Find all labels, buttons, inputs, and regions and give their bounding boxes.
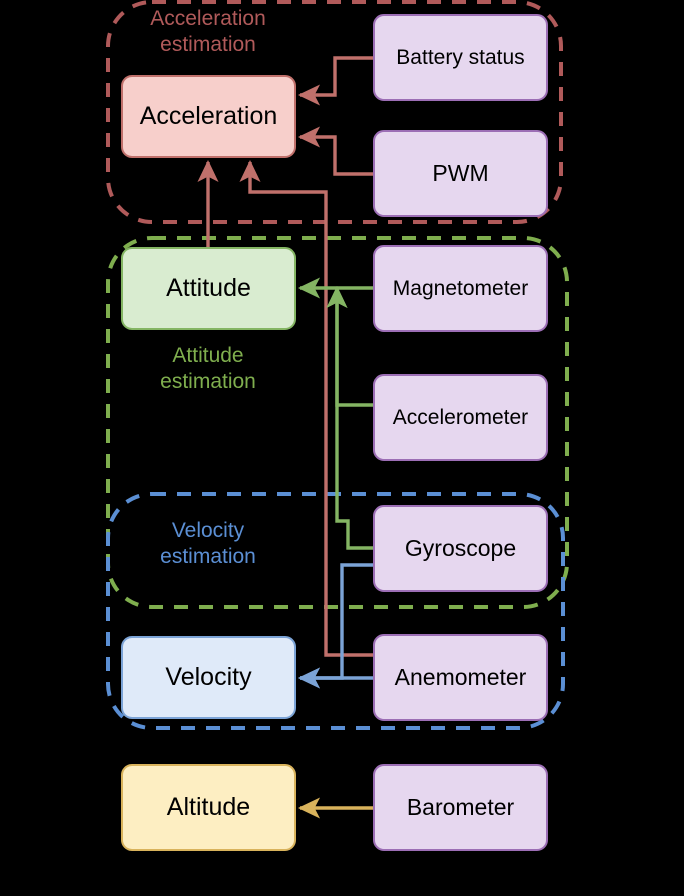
node-altitude[interactable]: Altitude	[121, 764, 296, 851]
node-label-acceleration: Acceleration	[139, 101, 278, 130]
node-label-attitude: Attitude	[166, 273, 251, 302]
node-label-velocity: Velocity	[165, 662, 252, 691]
edge-pwm-to-acceleration	[297, 126, 373, 176]
region-label-acceleration-estimation: Acceleration estimation	[150, 7, 266, 56]
node-label-pwm: PWM	[432, 159, 489, 186]
node-battery-status[interactable]: Battery status	[373, 14, 548, 101]
region-outline-attitude-estimation	[106, 236, 569, 609]
node-barometer[interactable]: Barometer	[373, 764, 548, 851]
node-label-magnetometer: Magnetometer	[392, 276, 529, 300]
edges-group	[197, 56, 373, 819]
edge-accelerometer-to-attitude	[326, 285, 373, 407]
node-attitude[interactable]: Attitude	[121, 247, 296, 330]
edge-anemometer-to-acceleration	[239, 159, 373, 657]
node-magnetometer[interactable]: Magnetometer	[373, 245, 548, 332]
node-anemometer[interactable]: Anemometer	[373, 634, 548, 721]
node-label-battery-status: Battery status	[396, 45, 525, 69]
edge-gyroscope-to-attitude	[326, 285, 373, 550]
node-velocity[interactable]: Velocity	[121, 636, 296, 719]
node-acceleration[interactable]: Acceleration	[121, 75, 296, 158]
node-gyroscope[interactable]: Gyroscope	[373, 505, 548, 592]
region-outlines-group	[106, 0, 569, 730]
node-accelerometer[interactable]: Accelerometer	[373, 374, 548, 461]
node-pwm[interactable]: PWM	[373, 130, 548, 217]
region-outline-acceleration-estimation	[106, 0, 563, 224]
region-label-velocity-estimation: Velocity estimation	[160, 519, 256, 568]
node-label-barometer: Barometer	[406, 793, 515, 820]
edge-gyroscope-to-velocity	[297, 563, 373, 689]
node-label-accelerometer: Accelerometer	[392, 405, 529, 429]
node-label-anemometer: Anemometer	[394, 663, 527, 690]
node-label-altitude: Altitude	[166, 792, 251, 821]
edge-battery-to-acceleration	[297, 56, 373, 106]
region-label-attitude-estimation: Attitude estimation	[160, 344, 256, 393]
node-label-gyroscope: Gyroscope	[404, 534, 517, 561]
